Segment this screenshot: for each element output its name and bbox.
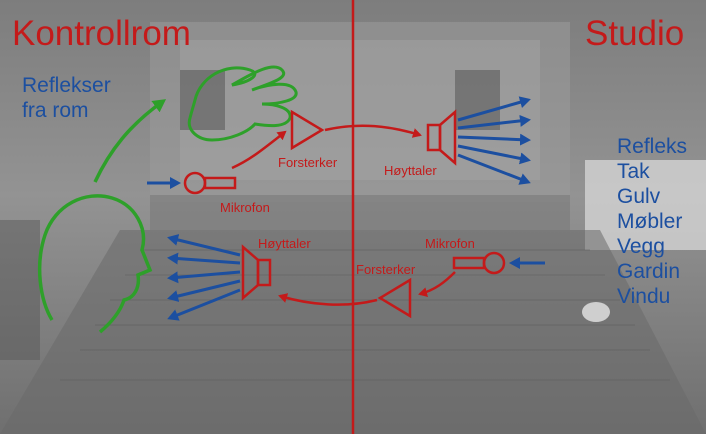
list-item: Vindu [617,285,671,308]
hand-outline-icon [187,65,298,142]
speaker-icon [426,109,457,166]
head-profile-icon [37,194,153,334]
amplifier-triangle-icon [377,277,412,319]
bottom-microphone-label: Mikrofon [425,236,475,251]
control-room-title: Kontrollrom [12,14,191,53]
list-item: Refleks [617,135,688,158]
studio-reflection-list: Refleks Tak Gulv Møbler Vegg Gardin Vind… [617,134,687,309]
list-item: Gulv [617,185,661,208]
microphone-icon [452,251,506,275]
bottom-speaker-label: Høyttaler [258,236,311,251]
list-item: Tak [617,160,650,183]
microphone-icon [183,171,237,195]
top-speaker-label: Høyttaler [384,163,437,178]
reflection-arrow [93,99,167,183]
top-microphone-label: Mikrofon [220,200,270,215]
studio-title: Studio [585,14,685,53]
list-item: Vegg [617,235,665,258]
speaker-icon [241,244,272,301]
bottom-amplifier-label: Forsterker [356,262,416,277]
list-item: Møbler [617,210,683,233]
top-amplifier-label: Forsterker [278,155,338,170]
list-item: Gardin [617,260,681,283]
amplifier-triangle-icon [290,109,325,151]
reflections-label-line1: Reflekser [22,74,111,97]
reflections-label-line2: fra rom [22,99,89,122]
